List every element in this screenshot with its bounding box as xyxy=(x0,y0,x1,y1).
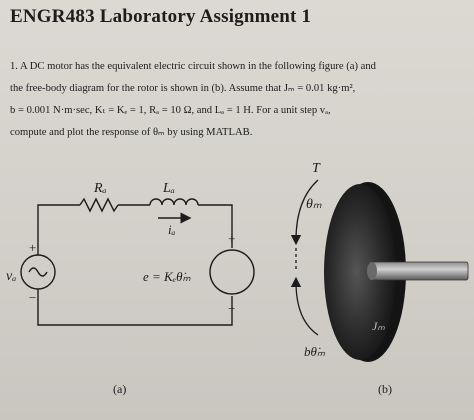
motor-plus: + xyxy=(228,231,235,246)
problem-line-1: 1. A DC motor has the equivalent electri… xyxy=(10,61,376,72)
source-plus: + xyxy=(29,240,36,255)
motor-symbol xyxy=(209,249,255,295)
rotor-shaft xyxy=(371,261,469,281)
figure-a-caption: (a) xyxy=(113,382,126,396)
problem-statement: 1. A DC motor has the equivalent electri… xyxy=(10,56,466,144)
torque-arrow-icon xyxy=(290,179,319,246)
wire-bottom xyxy=(37,289,233,326)
source-minus: − xyxy=(29,290,36,305)
assignment-title: ENGR483 Laboratory Assignment 1 xyxy=(10,6,312,27)
damping-label: bθ̇ₘ xyxy=(304,344,326,359)
current-label: iₐ xyxy=(168,222,176,237)
wire-top-right xyxy=(198,204,233,248)
inductor-label: Lₐ xyxy=(162,181,175,196)
damping-arrow-icon xyxy=(290,276,319,336)
torque-label: T xyxy=(312,161,321,176)
wire-top-left xyxy=(37,204,80,208)
motor-brush xyxy=(225,252,239,292)
source-label: vₐ xyxy=(6,269,16,284)
shaft-end xyxy=(367,262,377,280)
figure-b-caption: (b) xyxy=(378,382,392,396)
resistor-label: Rₐ xyxy=(93,181,107,196)
resistor-symbol xyxy=(79,197,119,213)
inductor-symbol xyxy=(149,198,199,206)
disk-face xyxy=(324,184,396,360)
problem-line-3: b = 0.001 N·m·sec, Kₜ = Kₑ = 1, Rₐ = 10 … xyxy=(10,105,331,116)
circuit-diagram xyxy=(20,197,255,326)
ac-wave-icon xyxy=(28,267,48,277)
problem-line-2: the free-body diagram for the rotor is s… xyxy=(10,83,356,94)
rotor-labels: T θₘ Jₘ bθ̇ₘ (b) xyxy=(304,161,392,396)
problem-line-4: compute and plot the response of θₘ by u… xyxy=(10,127,253,138)
rotor-diagram xyxy=(290,179,469,362)
inertia-label: Jₘ xyxy=(372,319,385,333)
emf-label: e = Kₑθ̇ₘ xyxy=(143,269,192,284)
circuit-labels: Rₐ Lₐ iₐ vₐ + − + − e = Kₑθ̇ₘ (a) xyxy=(6,181,235,396)
motor-minus: − xyxy=(228,301,235,316)
angle-label: θₘ xyxy=(306,197,322,212)
